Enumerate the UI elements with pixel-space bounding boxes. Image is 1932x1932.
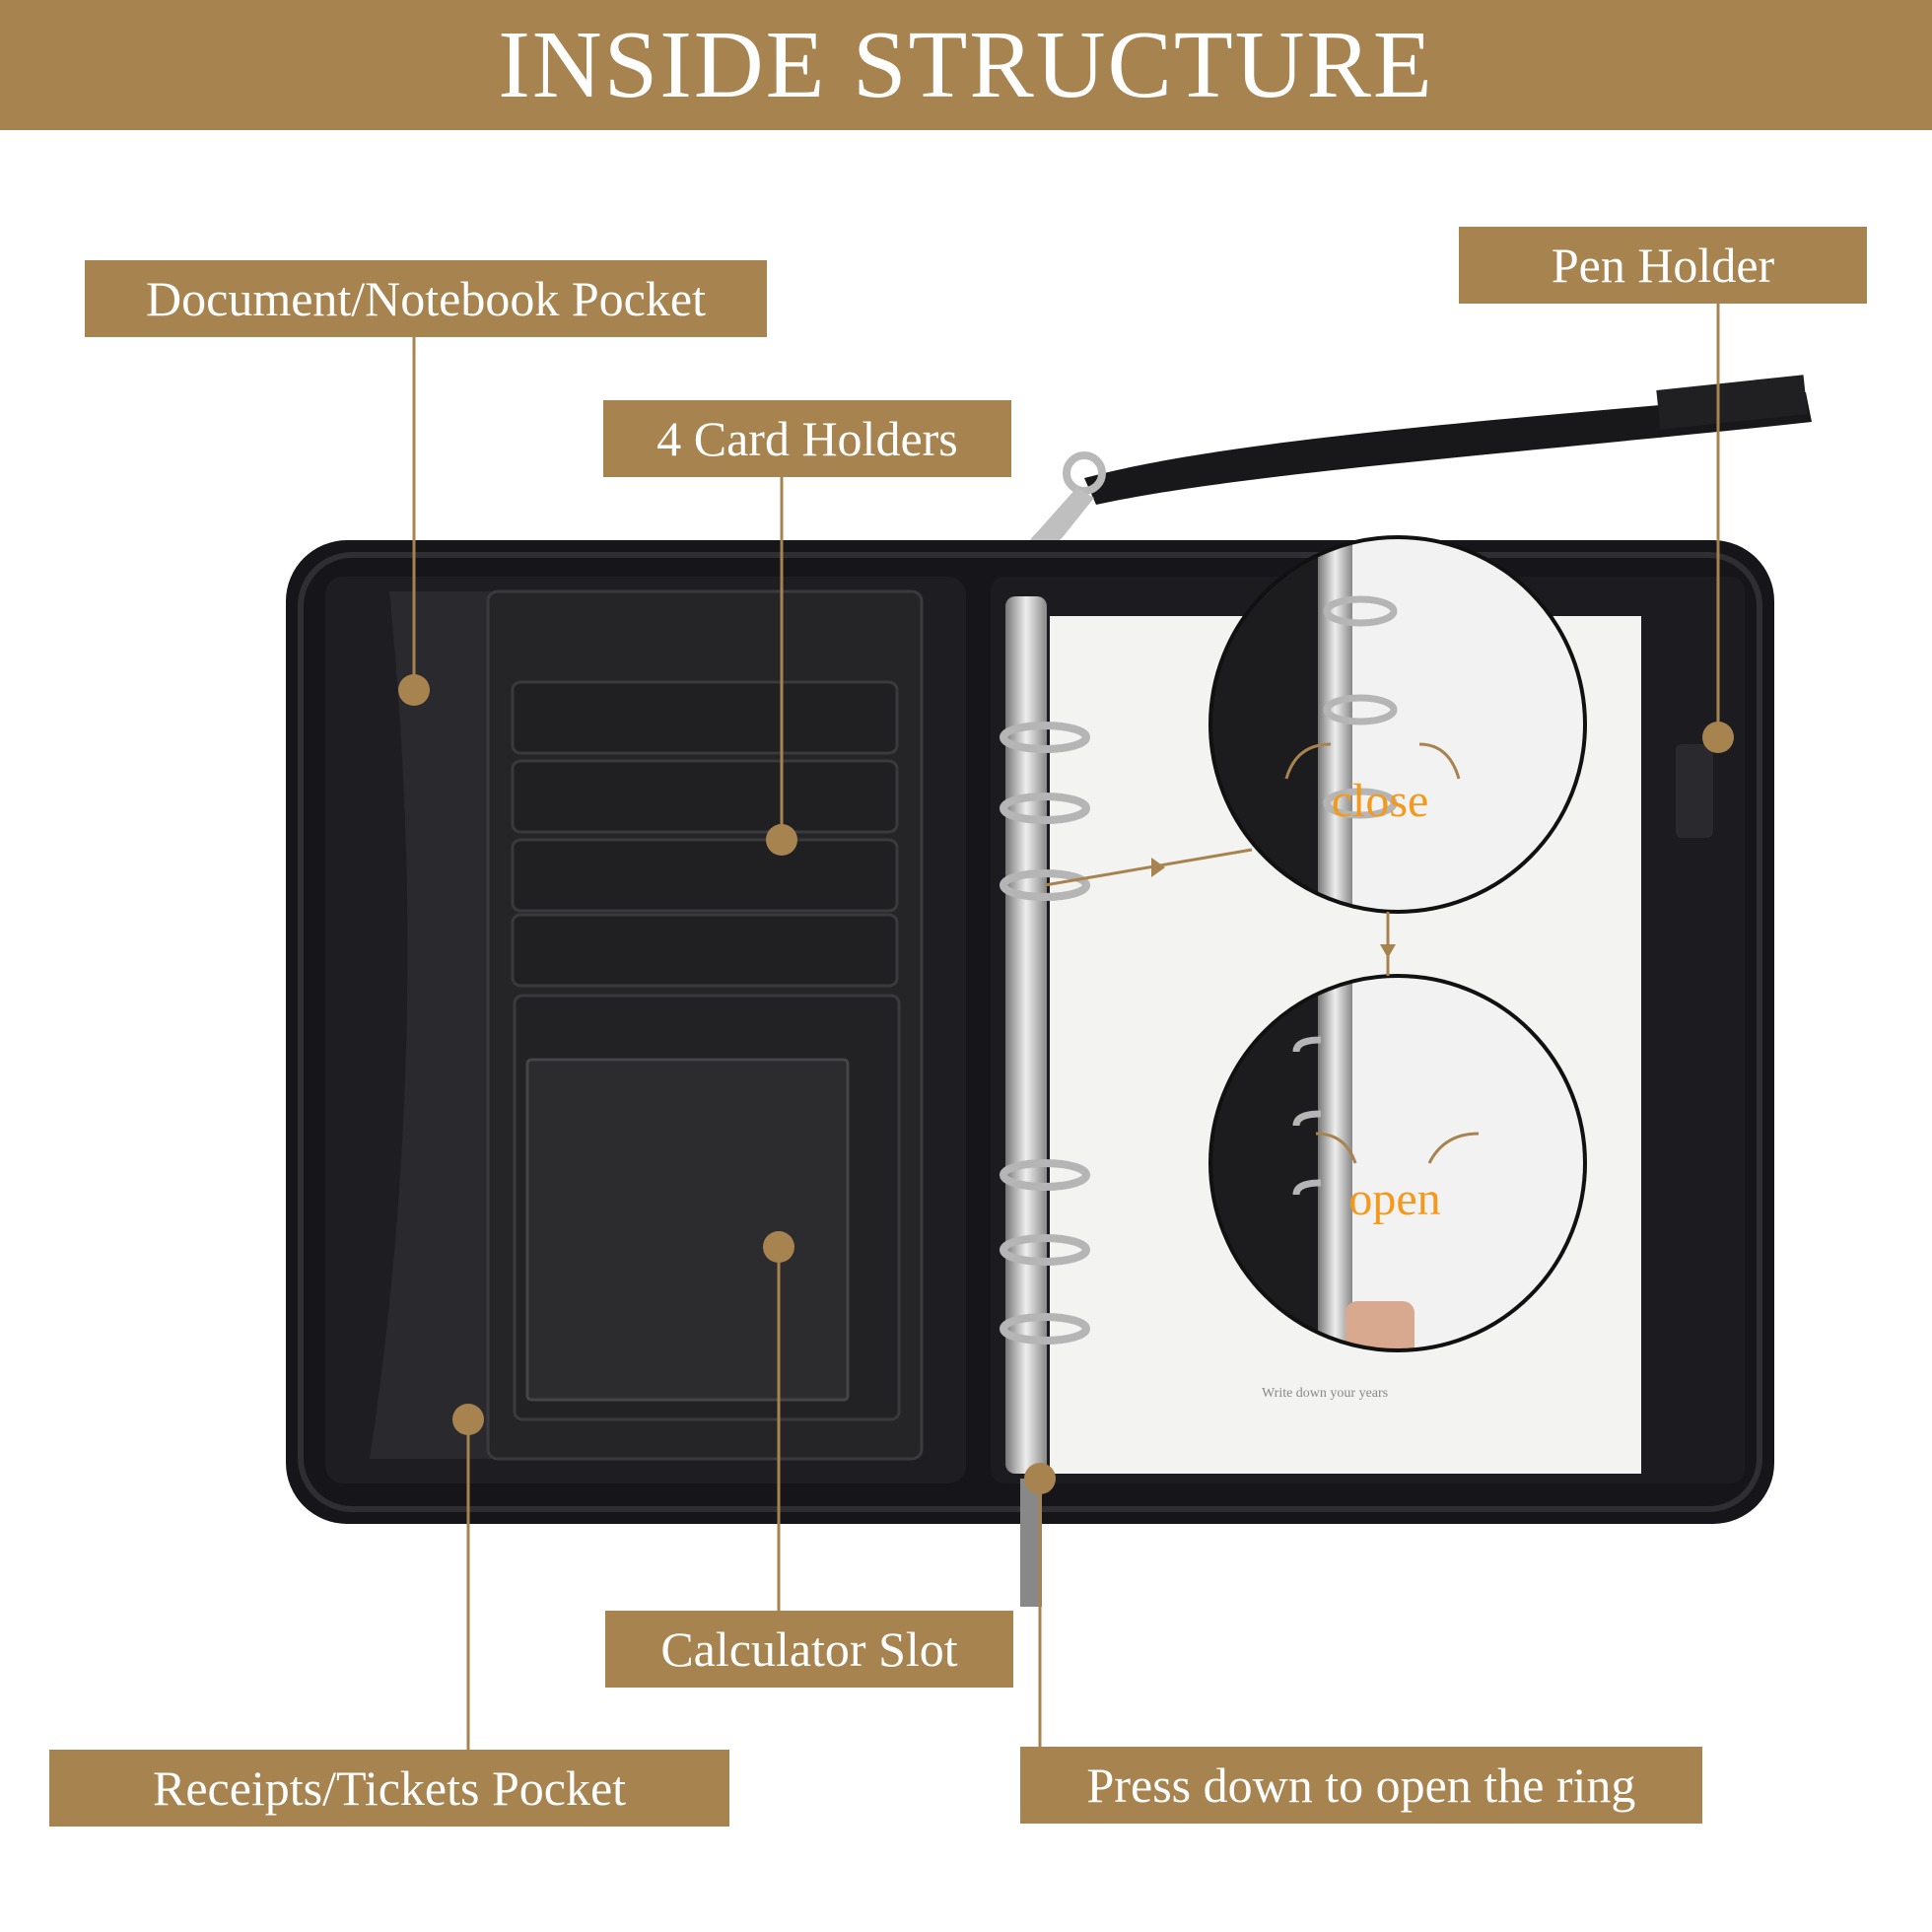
document-pocket-flap bbox=[370, 591, 493, 1459]
inset-connector-arrows bbox=[1044, 848, 1396, 976]
receipts-tickets-pocket-label: Receipts/Tickets Pocket bbox=[49, 1750, 729, 1827]
zoom-close-inset: close bbox=[1208, 535, 1587, 914]
callout-lines bbox=[398, 298, 1734, 1750]
open-label: open bbox=[1348, 1173, 1440, 1225]
press-ring-label: Press down to open the ring bbox=[1020, 1747, 1702, 1824]
pen-holder-label: Pen Holder bbox=[1459, 227, 1867, 304]
calculator-slot-window bbox=[525, 1058, 850, 1402]
bookmark-ribbon bbox=[1020, 1479, 1042, 1607]
binder-ring-mechanism bbox=[1000, 596, 1090, 1474]
calculator-slot-label: Calculator Slot bbox=[605, 1611, 1013, 1688]
card-slots bbox=[511, 680, 899, 988]
notebook-page-text: Write down your years bbox=[1262, 1386, 1388, 1401]
pen-holder-loop bbox=[1676, 744, 1713, 838]
card-holders-label: 4 Card Holders bbox=[603, 400, 1011, 477]
page-title: INSIDE STRUCTURE bbox=[0, 0, 1932, 130]
document-notebook-pocket-label: Document/Notebook Pocket bbox=[85, 260, 767, 337]
close-label: close bbox=[1332, 775, 1429, 827]
